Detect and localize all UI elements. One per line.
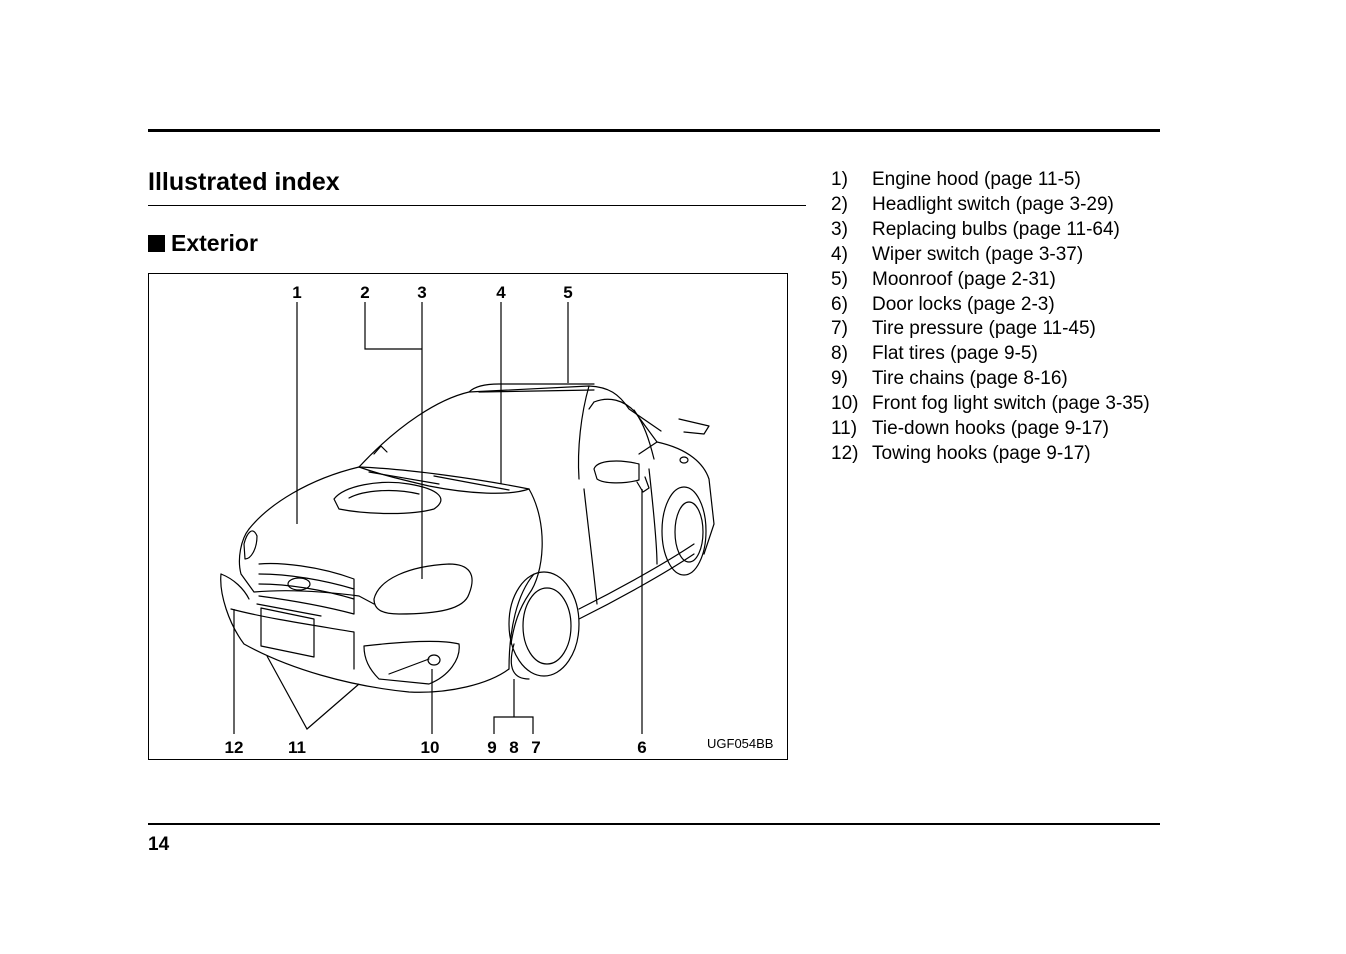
list-item-text: Tire chains (page 8-16) [872,368,1068,390]
list-item: 8) Flat tires (page 9-5) [831,342,1161,367]
callout-9: 9 [487,738,497,757]
callout-6: 6 [637,738,647,757]
title-underline [148,205,806,206]
list-item-number: 10) [831,393,859,415]
list-item-text: Moonroof (page 2-31) [872,268,1056,290]
list-item: 11) Tie-down hooks (page 9-17) [831,417,1161,442]
list-item-number: 7) [831,318,848,340]
callout-5: 5 [563,283,573,302]
subsection-title: Exterior [148,230,258,257]
car-outline [220,383,715,693]
list-item-number: 11) [831,418,858,440]
car-drawing [220,302,715,734]
list-item-text: Tie-down hooks (page 9-17) [872,418,1109,440]
list-item: 4) Wiper switch (page 3-37) [831,243,1161,268]
page-number: 14 [148,834,170,855]
callout-8: 8 [509,738,519,757]
list-item: 10) Front fog light switch (page 3-35) [831,392,1161,417]
callout-11: 11 [288,738,306,757]
list-item-number: 1) [831,169,848,190]
callout-12: 12 [224,738,244,757]
figure-code: UGF054BB [707,736,774,751]
list-item-text: Engine hood (page 11-5) [872,169,1081,190]
list-item: 7) Tire pressure (page 11-45) [831,317,1161,342]
exterior-illustration: 1 2 3 4 5 12 11 10 9 8 7 6 UGF054BB [148,273,788,760]
list-item-text: Door locks (page 2-3) [872,293,1055,315]
callout-1: 1 [292,283,302,302]
callout-10: 10 [420,738,440,757]
list-item-text: Headlight switch (page 3-29) [872,193,1114,215]
list-item-number: 8) [831,343,848,365]
leader-lines [233,302,643,734]
list-item: 12) Towing hooks (page 9-17) [831,442,1161,467]
index-list: 1) Engine hood (page 11-5) 2) Headlight sw… [831,168,1161,467]
list-item-number: 5) [831,268,848,290]
list-item-number: 4) [831,243,848,265]
list-item: 1) Engine hood (page 11-5) [831,168,1161,193]
list-item: 9) Tire chains (page 8-16) [831,367,1161,392]
list-item-text: Tire pressure (page 11-45) [872,318,1096,340]
list-item-number: 12) [831,442,859,464]
list-item-text: Wiper switch (page 3-37) [872,243,1084,265]
callout-3: 3 [417,283,427,302]
callout-7: 7 [531,738,541,757]
list-item-number: 6) [831,293,848,315]
subsection-title-text: Exterior [171,230,258,256]
list-item-text: Flat tires (page 9-5) [872,343,1038,365]
list-item: 3) Replacing bulbs (page 11-64) [831,218,1161,243]
bottom-rule [148,823,1160,825]
list-item: 2) Headlight switch (page 3-29) [831,193,1161,218]
list-item-text: Towing hooks (page 9-17) [872,442,1091,464]
list-item: 6) Door locks (page 2-3) [831,293,1161,318]
list-item-text: Replacing bulbs (page 11-64) [872,218,1120,240]
top-rule [148,129,1160,132]
square-bullet-icon [148,235,165,252]
list-item-number: 9) [831,368,848,390]
section-title: Illustrated index [148,168,340,196]
callout-4: 4 [496,283,506,302]
list-item-text: Front fog light switch (page 3-35) [872,393,1150,415]
list-item: 5) Moonroof (page 2-31) [831,268,1161,293]
callout-2: 2 [360,283,370,302]
list-item-number: 3) [831,218,848,240]
list-item-number: 2) [831,193,848,215]
